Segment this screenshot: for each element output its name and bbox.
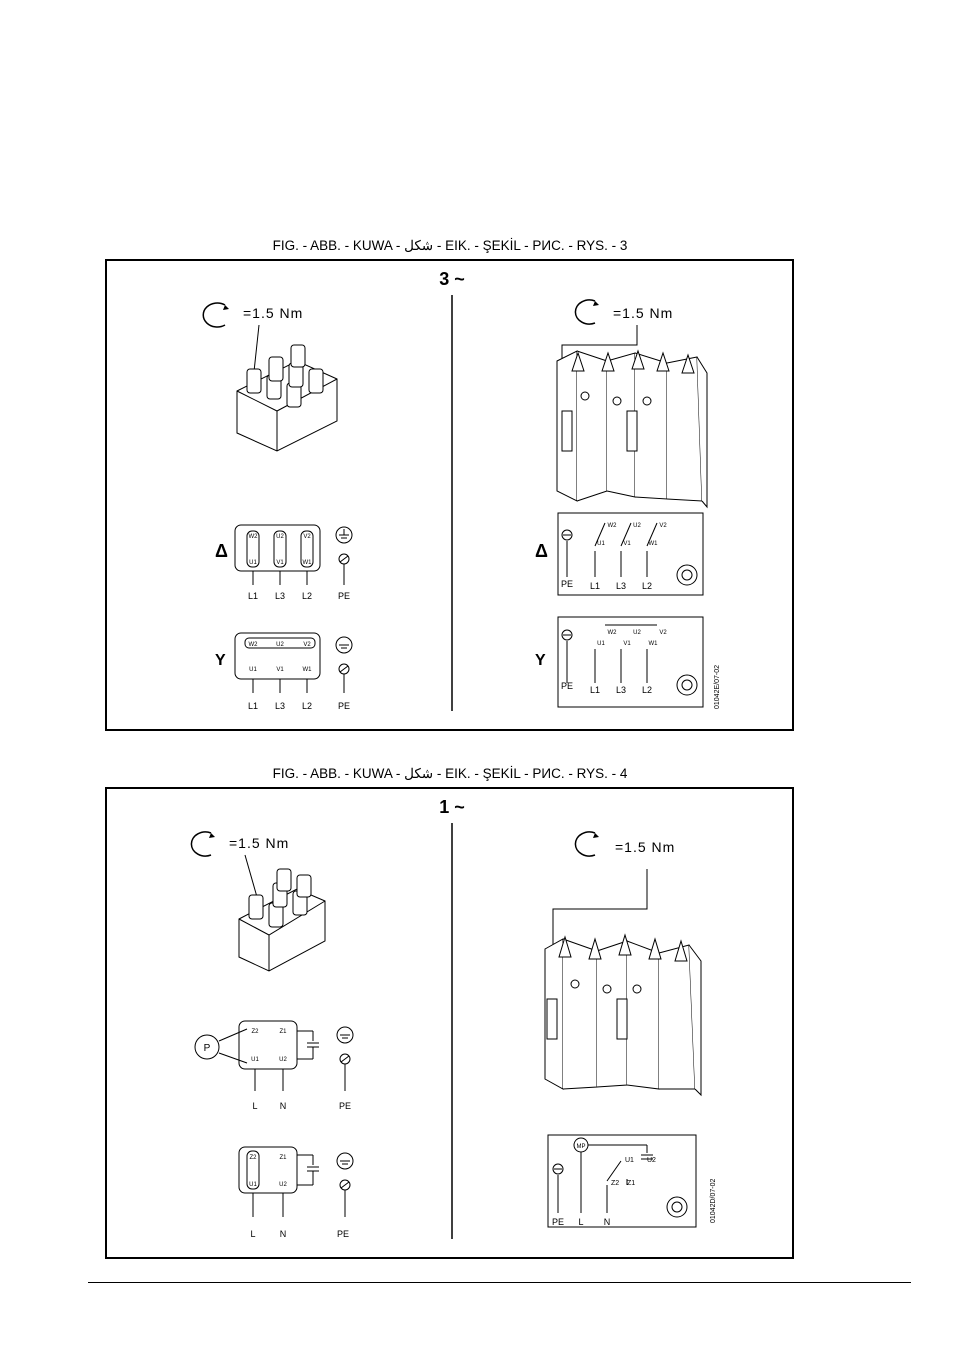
terminal-label: W2 bbox=[608, 630, 618, 636]
line-label: L3 bbox=[275, 591, 285, 601]
terminal-label: Z2 bbox=[251, 1029, 259, 1035]
terminal-label: U1 bbox=[249, 1182, 257, 1188]
delta-links bbox=[246, 530, 314, 568]
ground-icon bbox=[254, 1026, 354, 1091]
torque-value-right: =1.5 Nm bbox=[615, 839, 675, 855]
torque-value-left: =1.5 Nm bbox=[243, 305, 303, 321]
ground-icon bbox=[335, 526, 353, 544]
line-label: PE bbox=[338, 591, 350, 601]
line-label: PE bbox=[338, 701, 350, 711]
motor-protector-label: MP bbox=[577, 1144, 586, 1150]
torque-value-left: =1.5 Nm bbox=[229, 835, 289, 851]
star-symbol-left: Y bbox=[215, 652, 226, 669]
terminal-label: U2 bbox=[633, 523, 641, 529]
terminal-label: V2 bbox=[659, 523, 667, 529]
figure-4-drawing: 1 ~ =1.5 Nm P bbox=[190, 797, 717, 1239]
terminal-label: V2 bbox=[303, 534, 311, 540]
torque-arrow-icon bbox=[574, 299, 599, 325]
drawing-code: 01042E/07-02 bbox=[714, 665, 721, 709]
line-label: L bbox=[252, 1101, 257, 1111]
terminal-label: Z1 bbox=[627, 1180, 635, 1187]
terminal-label: U1 bbox=[597, 541, 605, 547]
line-label: L2 bbox=[642, 685, 652, 695]
star-symbol-right: Y bbox=[535, 652, 546, 669]
terminal-block-illustration bbox=[238, 868, 326, 972]
terminal-strip-illustration bbox=[544, 933, 702, 1097]
figure-4-frame: 1 ~ =1.5 Nm P bbox=[105, 787, 794, 1259]
line-label: L1 bbox=[590, 581, 600, 591]
terminal-label: W1 bbox=[303, 667, 313, 673]
terminal-block-illustration bbox=[236, 344, 338, 452]
terminal-label: U1 bbox=[249, 667, 257, 673]
torque-arrow-icon bbox=[574, 831, 599, 857]
line-label: L bbox=[250, 1229, 255, 1239]
delta-symbol-right: Δ bbox=[535, 541, 548, 561]
line-label: L3 bbox=[616, 685, 626, 695]
terminal-label: U2 bbox=[647, 1157, 656, 1164]
figure-4-caption: FIG. - ABB. - KUWA - شكل - EIK. - ŞEKİL … bbox=[272, 766, 628, 781]
ground-icon bbox=[252, 1152, 354, 1217]
figure-3-frame: 3 ~ =1.5 Nm Δ bbox=[105, 259, 794, 731]
terminal-label: U1 bbox=[625, 1157, 634, 1164]
figure-3-caption: FIG. - ABB. - KUWA - شكل - EIK. - ŞEKİL … bbox=[272, 238, 628, 253]
torque-arrow-icon bbox=[190, 831, 215, 857]
terminal-label: V1 bbox=[276, 560, 284, 566]
terminal-label: W2 bbox=[249, 534, 259, 540]
line-label: L3 bbox=[275, 701, 285, 711]
line-label: L1 bbox=[590, 685, 600, 695]
ground-icon bbox=[335, 636, 353, 654]
line-label: N bbox=[280, 1101, 287, 1111]
drawing-code: 01042D/07-02 bbox=[710, 1179, 717, 1223]
terminal-label: U2 bbox=[633, 630, 641, 636]
terminal-strip-illustration bbox=[556, 349, 708, 509]
terminal-label: U2 bbox=[276, 642, 284, 648]
ground-icon bbox=[561, 529, 573, 577]
line-label: L2 bbox=[302, 701, 312, 711]
terminal-label: Z1 bbox=[279, 1029, 287, 1035]
line-label: L1 bbox=[248, 701, 258, 711]
terminal-label: V1 bbox=[623, 541, 631, 547]
line-label: PE bbox=[561, 579, 573, 589]
terminal-label: W2 bbox=[249, 642, 259, 648]
delta-symbol-left: Δ bbox=[215, 541, 228, 561]
terminal-label: V1 bbox=[276, 667, 284, 673]
terminal-label: V2 bbox=[659, 630, 667, 636]
footer-rule bbox=[88, 1282, 911, 1283]
terminal-label: U1 bbox=[249, 560, 257, 566]
terminal-label: W1 bbox=[303, 560, 313, 566]
terminal-label: V1 bbox=[623, 641, 631, 647]
line-label: N bbox=[280, 1229, 287, 1239]
terminal-label: W1 bbox=[649, 641, 659, 647]
torque-arrow-icon bbox=[202, 302, 229, 328]
line-label: PE bbox=[337, 1229, 349, 1239]
line-label: N bbox=[604, 1217, 611, 1227]
line-label: L2 bbox=[302, 591, 312, 601]
terminal-label: V2 bbox=[303, 642, 311, 648]
terminal-label: U1 bbox=[251, 1057, 259, 1063]
terminal-label: U1 bbox=[597, 641, 605, 647]
terminal-label: Z1 bbox=[279, 1155, 287, 1161]
terminal-label: U2 bbox=[279, 1182, 287, 1188]
terminal-label: W2 bbox=[608, 523, 618, 529]
phase-label: 3 ~ bbox=[439, 269, 465, 289]
terminal-label: Z2 bbox=[249, 1155, 257, 1161]
terminal-label: U2 bbox=[279, 1057, 287, 1063]
figure-3-drawing: 3 ~ =1.5 Nm Δ bbox=[202, 269, 721, 711]
line-label: L1 bbox=[248, 591, 258, 601]
line-label: PE bbox=[561, 681, 573, 691]
line-label: L bbox=[578, 1217, 583, 1227]
capacitor-label: P bbox=[204, 1043, 211, 1054]
line-label: PE bbox=[339, 1101, 351, 1111]
line-label: PE bbox=[552, 1217, 564, 1227]
terminal-label: Z2 bbox=[611, 1180, 619, 1187]
line-label: L2 bbox=[642, 581, 652, 591]
line-label: L3 bbox=[616, 581, 626, 591]
phase-label: 1 ~ bbox=[439, 797, 465, 817]
terminal-label: W1 bbox=[649, 541, 659, 547]
terminal-label: U2 bbox=[276, 534, 284, 540]
torque-value-right: =1.5 Nm bbox=[613, 305, 673, 321]
